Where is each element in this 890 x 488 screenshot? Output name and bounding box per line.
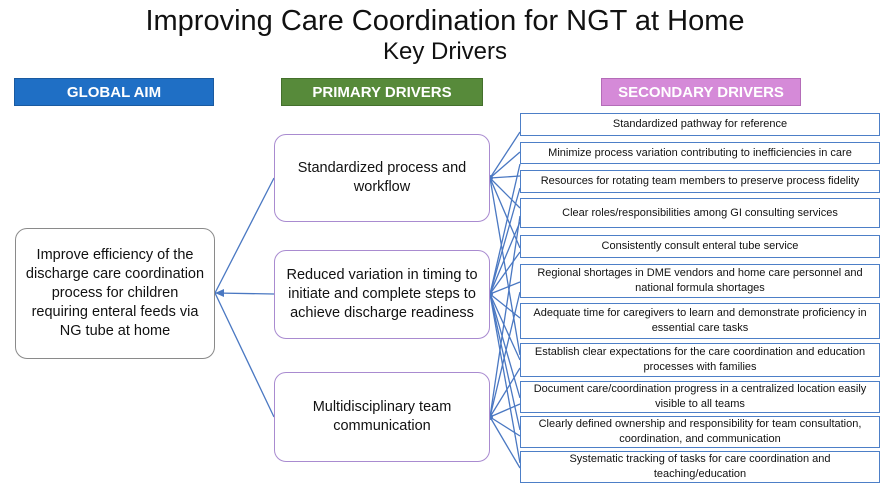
secondary-driver-6: Regional shortages in DME vendors and ho… xyxy=(520,264,880,298)
connector-p2-s4 xyxy=(489,221,521,295)
connector-aim-p3 xyxy=(214,292,275,418)
connector-p3-s10 xyxy=(489,416,521,437)
primary-driver-2: Reduced variation in timing to initiate … xyxy=(274,250,490,339)
secondary-driver-2: Minimize process variation contributing … xyxy=(520,142,880,164)
connector-p2-s2 xyxy=(489,163,521,295)
connector-p1-s4 xyxy=(489,177,521,209)
connector-p2-s11 xyxy=(489,293,521,464)
secondary-driver-3: Resources for rotating team members to p… xyxy=(520,170,880,193)
connector-p2-s10 xyxy=(489,293,521,431)
secondary-driver-11: Systematic tracking of tasks for care co… xyxy=(520,451,880,483)
secondary-driver-1: Standardized pathway for reference xyxy=(520,113,880,136)
connector-p3-s8 xyxy=(489,367,521,418)
connector-p1-s1 xyxy=(489,131,521,179)
connector-aim-p2 xyxy=(214,292,275,295)
secondary-driver-10: Clearly defined ownership and responsibi… xyxy=(520,416,880,448)
global-aim-box: Improve efficiency of the discharge care… xyxy=(15,228,215,359)
connector-p2-s5 xyxy=(489,251,521,295)
connector-aim-p1 xyxy=(214,177,275,294)
connector-p3-s11 xyxy=(489,416,521,469)
arrowhead-aim xyxy=(215,289,224,297)
connector-p3-s4 xyxy=(489,215,521,418)
connector-p1-s5 xyxy=(489,177,521,249)
secondary-driver-5: Consistently consult enteral tube servic… xyxy=(520,235,880,258)
primary-drivers-header: PRIMARY DRIVERS xyxy=(281,78,483,106)
connector-p2-s6 xyxy=(489,281,521,295)
secondary-driver-7: Adequate time for caregivers to learn an… xyxy=(520,303,880,339)
connector-p1-s8 xyxy=(489,177,521,356)
connector-p1-s2 xyxy=(489,151,521,179)
primary-driver-1: Standardized process and workflow xyxy=(274,134,490,222)
connector-p1-s3 xyxy=(489,175,521,179)
primary-driver-3: Multidisciplinary team communication xyxy=(274,372,490,462)
connector-p2-s9 xyxy=(489,293,521,399)
secondary-driver-8: Establish clear expectations for the car… xyxy=(520,343,880,377)
connector-p3-s6 xyxy=(489,291,521,418)
connector-p2-s3 xyxy=(489,187,521,295)
diagram-title: Improving Care Coordination for NGT at H… xyxy=(145,5,745,37)
connector-p2-s8 xyxy=(489,293,521,361)
diagram-subtitle: Key Drivers xyxy=(382,38,508,65)
global-aim-header: GLOBAL AIM xyxy=(14,78,214,106)
connector-p3-s9 xyxy=(489,403,521,418)
secondary-driver-9: Document care/coordination progress in a… xyxy=(520,381,880,413)
secondary-driver-4: Clear roles/responsibilities among GI co… xyxy=(520,198,880,228)
secondary-drivers-header: SECONDARY DRIVERS xyxy=(601,78,801,106)
